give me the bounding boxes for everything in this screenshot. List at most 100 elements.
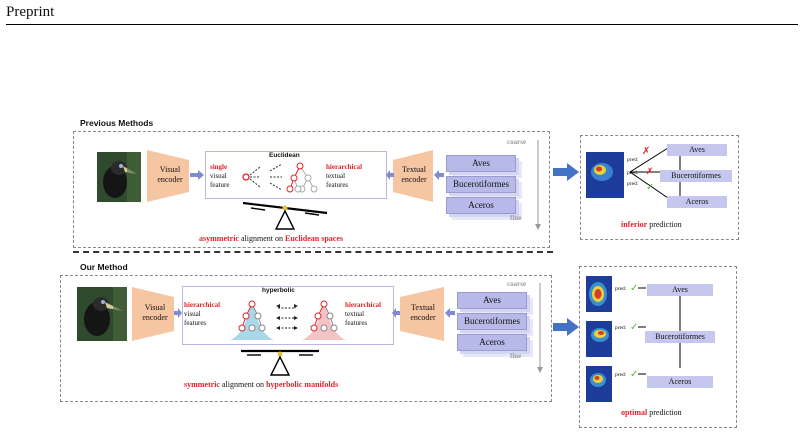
visual-feature-line2: visual xyxy=(184,310,201,318)
label-stack-aceros: Aceros xyxy=(446,197,516,214)
label-stack-aves: Aves xyxy=(446,155,516,172)
visual-feature-line3: feature xyxy=(210,181,230,189)
textual-encoder-line2: encoder xyxy=(401,175,427,184)
our-caption: symmetric alignment on hyperbolic manifo… xyxy=(184,380,338,389)
textual-encoder-label: Textual encoder xyxy=(402,303,444,323)
label-stack-bucerotiformes: Bucerotiformes xyxy=(457,313,527,330)
arrow-left-icon xyxy=(445,308,455,318)
previous-methods-panel xyxy=(73,131,550,248)
label-bucerotiformes: Bucerotiformes xyxy=(453,179,509,189)
fine-label: fine xyxy=(510,214,522,222)
caption-mid: alignment on xyxy=(219,380,266,389)
textual-feature-line3: features xyxy=(326,181,349,189)
caption-kw2: Euclidean spaces xyxy=(284,234,343,243)
tax-aves: Aves xyxy=(667,144,727,156)
svg-text:✗: ✗ xyxy=(646,167,654,177)
running-head: Preprint xyxy=(6,4,55,20)
previous-methods-title: Previous Methods xyxy=(80,118,154,128)
result-arrow-icon xyxy=(553,318,579,336)
bird-image xyxy=(77,287,127,341)
bird-image xyxy=(97,152,141,202)
textual-encoder-shape xyxy=(400,287,444,341)
previous-caption: asymmetric alignment on Euclidean spaces xyxy=(199,234,343,243)
pred-label-3: pred: xyxy=(627,181,639,187)
section-separator xyxy=(73,251,553,253)
textual-feature-kw: hierarchical xyxy=(326,163,363,171)
fine-label: fine xyxy=(510,352,522,360)
caption-kw2: hyperbolic manifolds xyxy=(265,380,339,389)
caption-kw1: symmetric xyxy=(184,380,220,389)
heatmap-image-bucerotiformes xyxy=(586,321,612,357)
visual-encoder-label: Visual encoder xyxy=(135,303,175,323)
hyperbolic-space-box xyxy=(182,286,394,345)
result-arrow-icon xyxy=(553,163,579,181)
pred-label-bucerotiformes: pred: xyxy=(615,325,627,331)
svg-text:✓: ✓ xyxy=(630,283,638,294)
arrow-left-icon xyxy=(392,308,400,318)
textual-encoder-line1: Textual xyxy=(411,303,435,312)
textual-encoder-line2: encoder xyxy=(410,313,436,322)
our-method-title: Our Method xyxy=(80,262,128,272)
textual-feature-kw: hierarchical xyxy=(345,301,382,309)
coarse-to-fine-arrow xyxy=(535,140,541,230)
tax-aves: Aves xyxy=(647,284,713,296)
tax-bucerotiformes: Bucerotiformes xyxy=(645,331,715,343)
coarse-to-fine-arrow xyxy=(537,283,543,373)
visual-encoder-line2: encoder xyxy=(157,175,183,184)
label-bucerotiformes: Bucerotiformes xyxy=(464,316,520,326)
label-aceros: Aceros xyxy=(479,337,505,347)
coarse-label: coarse xyxy=(507,138,527,146)
textual-encoder-shape xyxy=(393,150,433,202)
tax-aceros: Aceros xyxy=(667,196,727,208)
label-stack-aceros: Aceros xyxy=(457,334,527,351)
textual-feature-line3: features xyxy=(345,319,368,327)
tax-aceros: Aceros xyxy=(647,376,713,388)
svg-text:✗: ✗ xyxy=(642,146,650,157)
visual-encoder-line1: Visual xyxy=(144,303,166,312)
caption-kw1: asymmetric xyxy=(199,234,239,243)
arrow-left-icon xyxy=(434,170,444,180)
arrow-left-icon xyxy=(386,170,394,180)
textual-encoder-line1: Textual xyxy=(402,165,426,174)
arrow-right-icon xyxy=(174,308,182,318)
caption-rest: prediction xyxy=(647,408,682,417)
visual-encoder-shape xyxy=(147,150,189,202)
pred-label-aceros: pred: xyxy=(615,372,627,378)
our-result-caption: optimal prediction xyxy=(621,408,682,417)
visual-encoder-line2: encoder xyxy=(142,313,168,322)
visual-encoder-line1: Visual xyxy=(159,165,181,174)
pred-label-aves: pred: xyxy=(615,286,627,292)
tax-bucerotiformes: Bucerotiformes xyxy=(660,170,732,182)
our-method-panel xyxy=(60,275,552,402)
textual-feature-line2: textual xyxy=(326,172,346,180)
euclidean-label: Euclidean xyxy=(269,152,300,159)
pred-label-1: pred: xyxy=(627,157,639,163)
our-result-panel xyxy=(579,266,737,428)
visual-encoder-label: Visual encoder xyxy=(150,165,190,185)
textual-encoder-label: Textual encoder xyxy=(394,165,434,185)
unbalanced-scale-icon xyxy=(242,201,328,230)
label-stack-aves: Aves xyxy=(457,292,527,309)
caption-rest: prediction xyxy=(647,220,682,229)
visual-feature-text: hierarchical visual features xyxy=(184,301,220,328)
visual-feature-kw: hierarchical xyxy=(184,301,221,309)
hyperbolic-label: hyperbolic xyxy=(262,287,295,294)
caption-mid: alignment on xyxy=(238,234,285,243)
visual-feature-kw: single xyxy=(210,163,228,171)
euclidean-feature-diagram xyxy=(242,162,318,193)
header-rule xyxy=(6,24,798,25)
visual-encoder-shape xyxy=(132,287,174,341)
visual-feature-line2: visual xyxy=(210,172,227,180)
hyperbolic-feature-diagram xyxy=(230,298,346,340)
coarse-label: coarse xyxy=(507,280,527,288)
textual-feature-text: hierarchical textual features xyxy=(345,301,381,328)
textual-feature-line2: textual xyxy=(345,310,365,318)
label-aves: Aves xyxy=(483,295,501,305)
caption-optimal: optimal xyxy=(621,408,648,417)
visual-feature-line3: features xyxy=(184,319,207,327)
balanced-scale-icon xyxy=(241,349,319,376)
arrow-right-icon xyxy=(190,170,204,180)
caption-inferior: inferior xyxy=(621,220,648,229)
label-stack-bucerotiformes: Bucerotiformes xyxy=(446,176,516,193)
svg-text:✓: ✓ xyxy=(646,182,654,193)
